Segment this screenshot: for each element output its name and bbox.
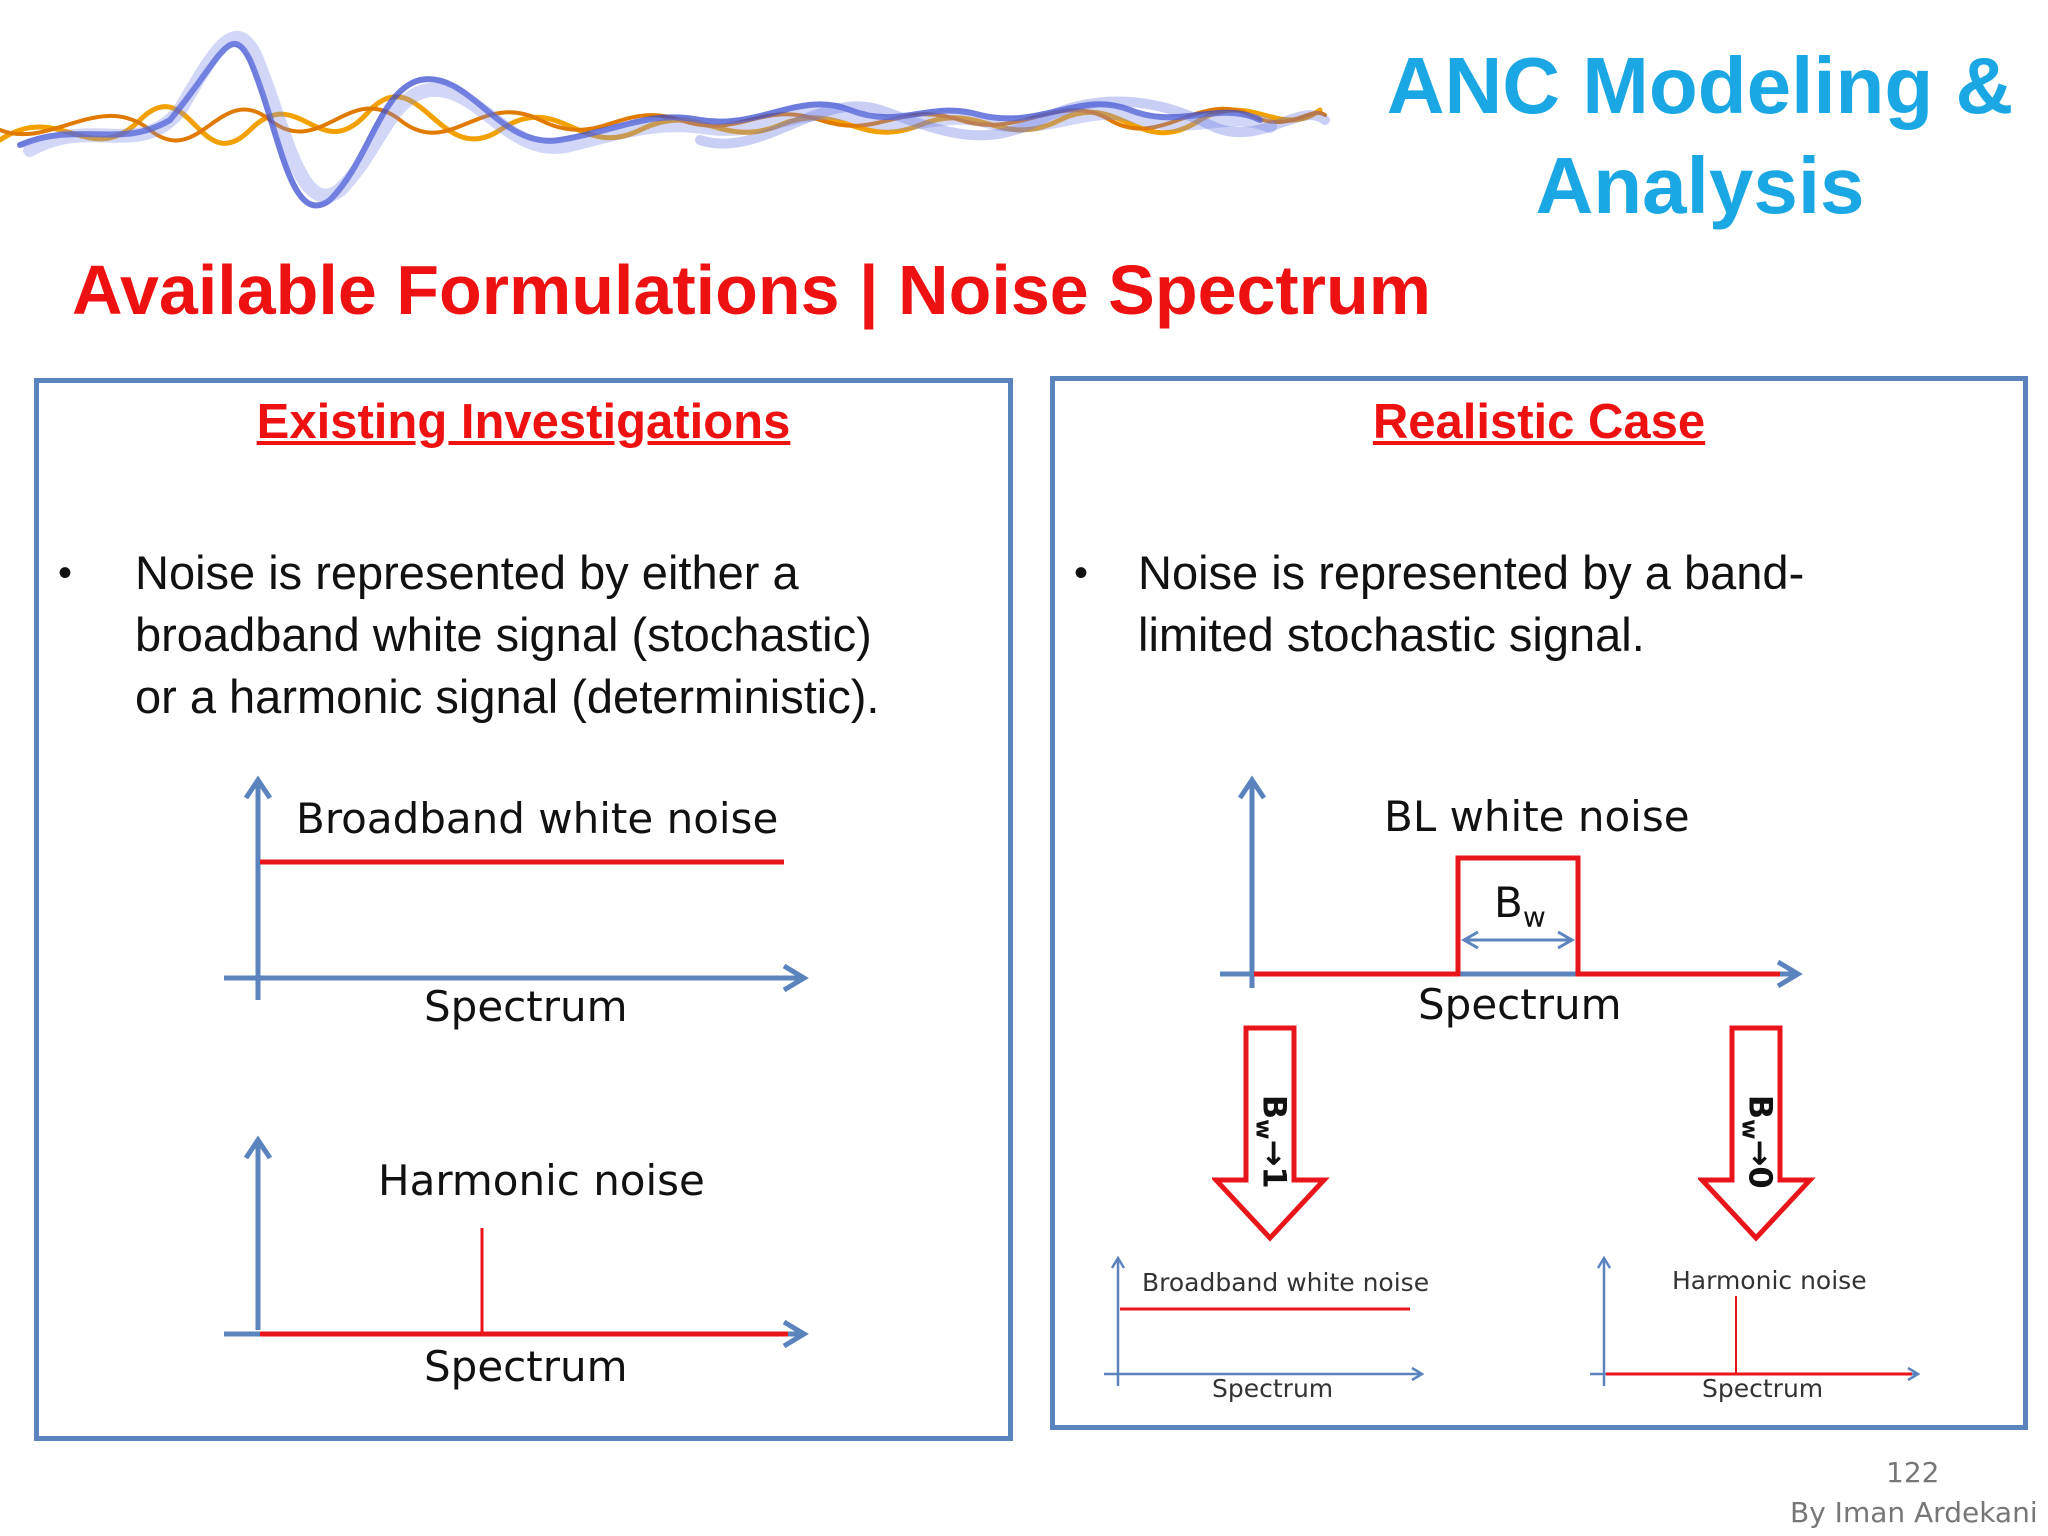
wave-banner-image — [0, 31, 1330, 209]
x-axis-arrowhead — [782, 1319, 809, 1349]
y-axis-arrowhead — [243, 775, 273, 800]
small-harmonic-label: Harmonic noise — [1672, 1266, 1867, 1295]
spectrum-axis-label: Spectrum — [424, 982, 628, 1031]
band-limited-signal — [1254, 855, 1780, 977]
small-spectrum-label: Spectrum — [1702, 1374, 1824, 1403]
slide-title-line2: Analysis — [1535, 141, 1865, 230]
small-broadband-diagram — [1104, 1255, 1425, 1386]
left-bullet-line: or a harmonic signal (deterministic). — [135, 670, 880, 723]
broadband-noise-label: Broadband white noise — [296, 794, 779, 843]
slide-title-line1: ANC Modeling & — [1386, 41, 2014, 130]
left-panel-heading: Existing Investigations — [256, 395, 791, 449]
author-credit: By Iman Ardekani — [1790, 1496, 2038, 1529]
left-bullet-text: Noise is represented by either a broadba… — [135, 542, 995, 728]
y-axis-arrowhead — [1237, 775, 1267, 800]
left-bullet-dot: • — [58, 551, 73, 595]
right-bullet-dot: • — [1074, 551, 1089, 595]
bandwidth-arrowhead-left — [1460, 930, 1479, 950]
y-axis-arrowhead — [243, 1135, 273, 1160]
x-axis-arrowhead — [1907, 1366, 1921, 1382]
bandwidth-subscript: w — [1522, 900, 1546, 934]
left-bullet-line: Noise is represented by either a — [135, 546, 799, 599]
down-arrow-right — [1698, 1025, 1816, 1242]
bandwidth-arrowhead-right — [1557, 930, 1576, 950]
y-axis-arrowhead — [1596, 1255, 1612, 1269]
spectrum-axis-label: Spectrum — [424, 1342, 628, 1391]
bl-white-noise-diagram — [1220, 775, 1803, 989]
small-harmonic-diagram — [1590, 1255, 1921, 1386]
small-broadband-label: Broadband white noise — [1142, 1268, 1430, 1297]
page-number: 122 — [1886, 1456, 1940, 1489]
bl-white-noise-label: BL white noise — [1384, 792, 1690, 841]
broadband-noise-diagram — [224, 775, 809, 1000]
right-bullet-line: limited stochastic signal. — [1138, 608, 1645, 661]
down-arrow-left — [1212, 1025, 1330, 1242]
right-bullet-text: Noise is represented by a band- limited … — [1138, 542, 1998, 666]
x-axis-arrowhead — [782, 963, 809, 993]
right-panel-heading: Realistic Case — [1372, 395, 1706, 449]
slide-title: ANC Modeling & Analysis — [1270, 36, 2048, 236]
left-panel — [34, 378, 1013, 1441]
right-panel — [1050, 376, 2028, 1430]
bandwidth-to-zero-label: Bw→0 — [1736, 1094, 1780, 1189]
small-spectrum-label: Spectrum — [1212, 1374, 1334, 1403]
bandwidth-label: Bw — [1494, 878, 1546, 933]
harmonic-noise-diagram — [224, 1135, 809, 1349]
harmonic-noise-label: Harmonic noise — [378, 1156, 705, 1205]
y-axis-arrowhead — [1110, 1255, 1126, 1269]
left-bullet-line: broadband white signal (stochastic) — [135, 608, 872, 661]
x-axis-arrowhead — [1776, 959, 1803, 989]
bandwidth-symbol: B — [1494, 878, 1523, 927]
right-bullet-line: Noise is represented by a band- — [1138, 546, 1805, 599]
spectrum-axis-label: Spectrum — [1418, 980, 1622, 1029]
x-axis-arrowhead — [1411, 1366, 1425, 1382]
section-title: Available Formulations | Noise Spectrum — [72, 251, 1431, 329]
bandwidth-to-one-label: Bw→1 — [1250, 1094, 1294, 1189]
